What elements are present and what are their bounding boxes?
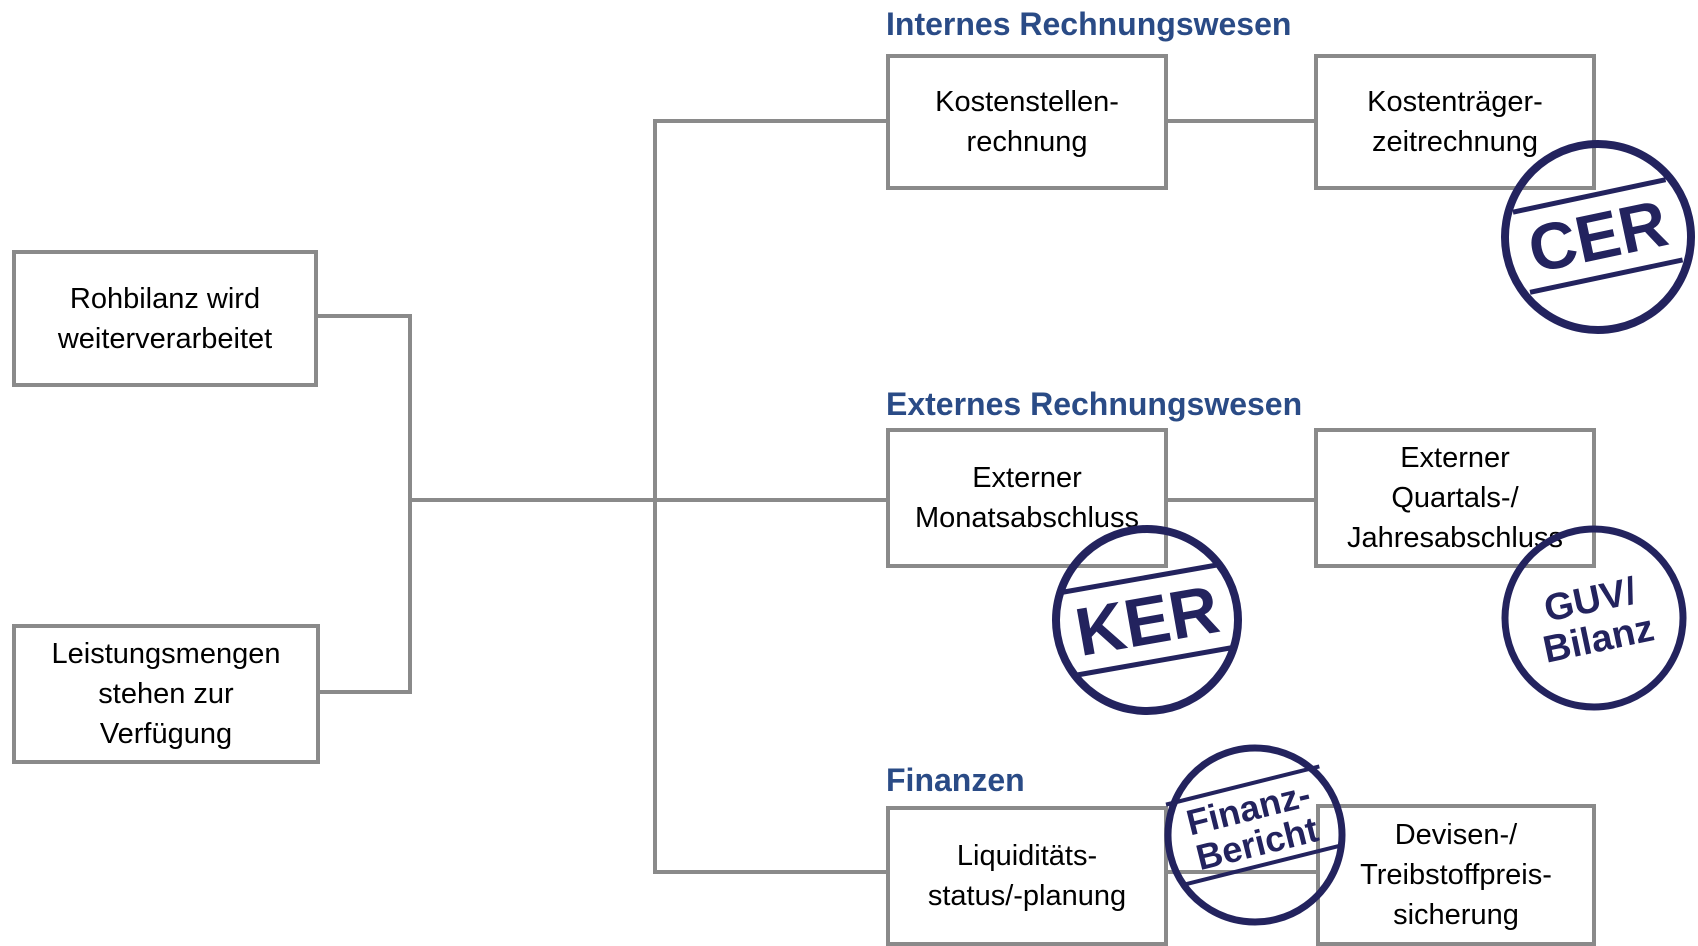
heading-internes-rechnungswesen: Internes Rechnungswesen	[886, 6, 1292, 42]
stamp-ker: KER	[1052, 525, 1242, 715]
heading-finanzen: Finanzen	[886, 762, 1025, 798]
box-externer-monatsabschluss: Externer Monatsabschluss	[886, 428, 1168, 568]
box-rohbilanz-label: Rohbilanz wird weiterverarbeitet	[57, 282, 273, 355]
stamp-guv-bilanz: GUV/ Bilanz	[1501, 525, 1687, 711]
box-kostentraegerzeitrechnung: Kostenträger- zeitrechnung	[1314, 54, 1596, 190]
box-liquiditaetsstatus-label: Liquiditäts- status/-planung	[927, 840, 1127, 912]
box-leistungsmengen-label: Leistungsmengen stehen zur Verfügung	[51, 638, 281, 750]
svg-text:CER: CER	[1522, 185, 1674, 286]
stamp-cer: CER	[1501, 140, 1695, 334]
box-externer-monatsabschluss-label: Externer Monatsabschluss	[914, 462, 1140, 534]
box-devisen-treibstoffpreissicherung-label: Devisen-/ Treibstoffpreis- sicherung	[1360, 819, 1552, 931]
box-externer-quartals-jahresabschluss-label: Externer Quartals-/ Jahresabschluss	[1347, 442, 1563, 554]
stamp-finanz-bericht: Finanz- Bericht	[1164, 744, 1346, 926]
box-devisen-treibstoffpreissicherung: Devisen-/ Treibstoffpreis- sicherung	[1316, 804, 1596, 946]
box-leistungsmengen: Leistungsmengen stehen zur Verfügung	[12, 624, 320, 764]
heading-externes-rechnungswesen: Externes Rechnungswesen	[886, 386, 1303, 422]
box-rohbilanz: Rohbilanz wird weiterverarbeitet	[12, 250, 318, 387]
box-liquiditaetsstatus: Liquiditäts- status/-planung	[886, 806, 1168, 946]
box-kostenstellenrechnung-label: Kostenstellen- rechnung	[935, 86, 1119, 158]
box-kostentraegerzeitrechnung-label: Kostenträger- zeitrechnung	[1367, 86, 1543, 158]
box-kostenstellenrechnung: Kostenstellen- rechnung	[886, 54, 1168, 190]
